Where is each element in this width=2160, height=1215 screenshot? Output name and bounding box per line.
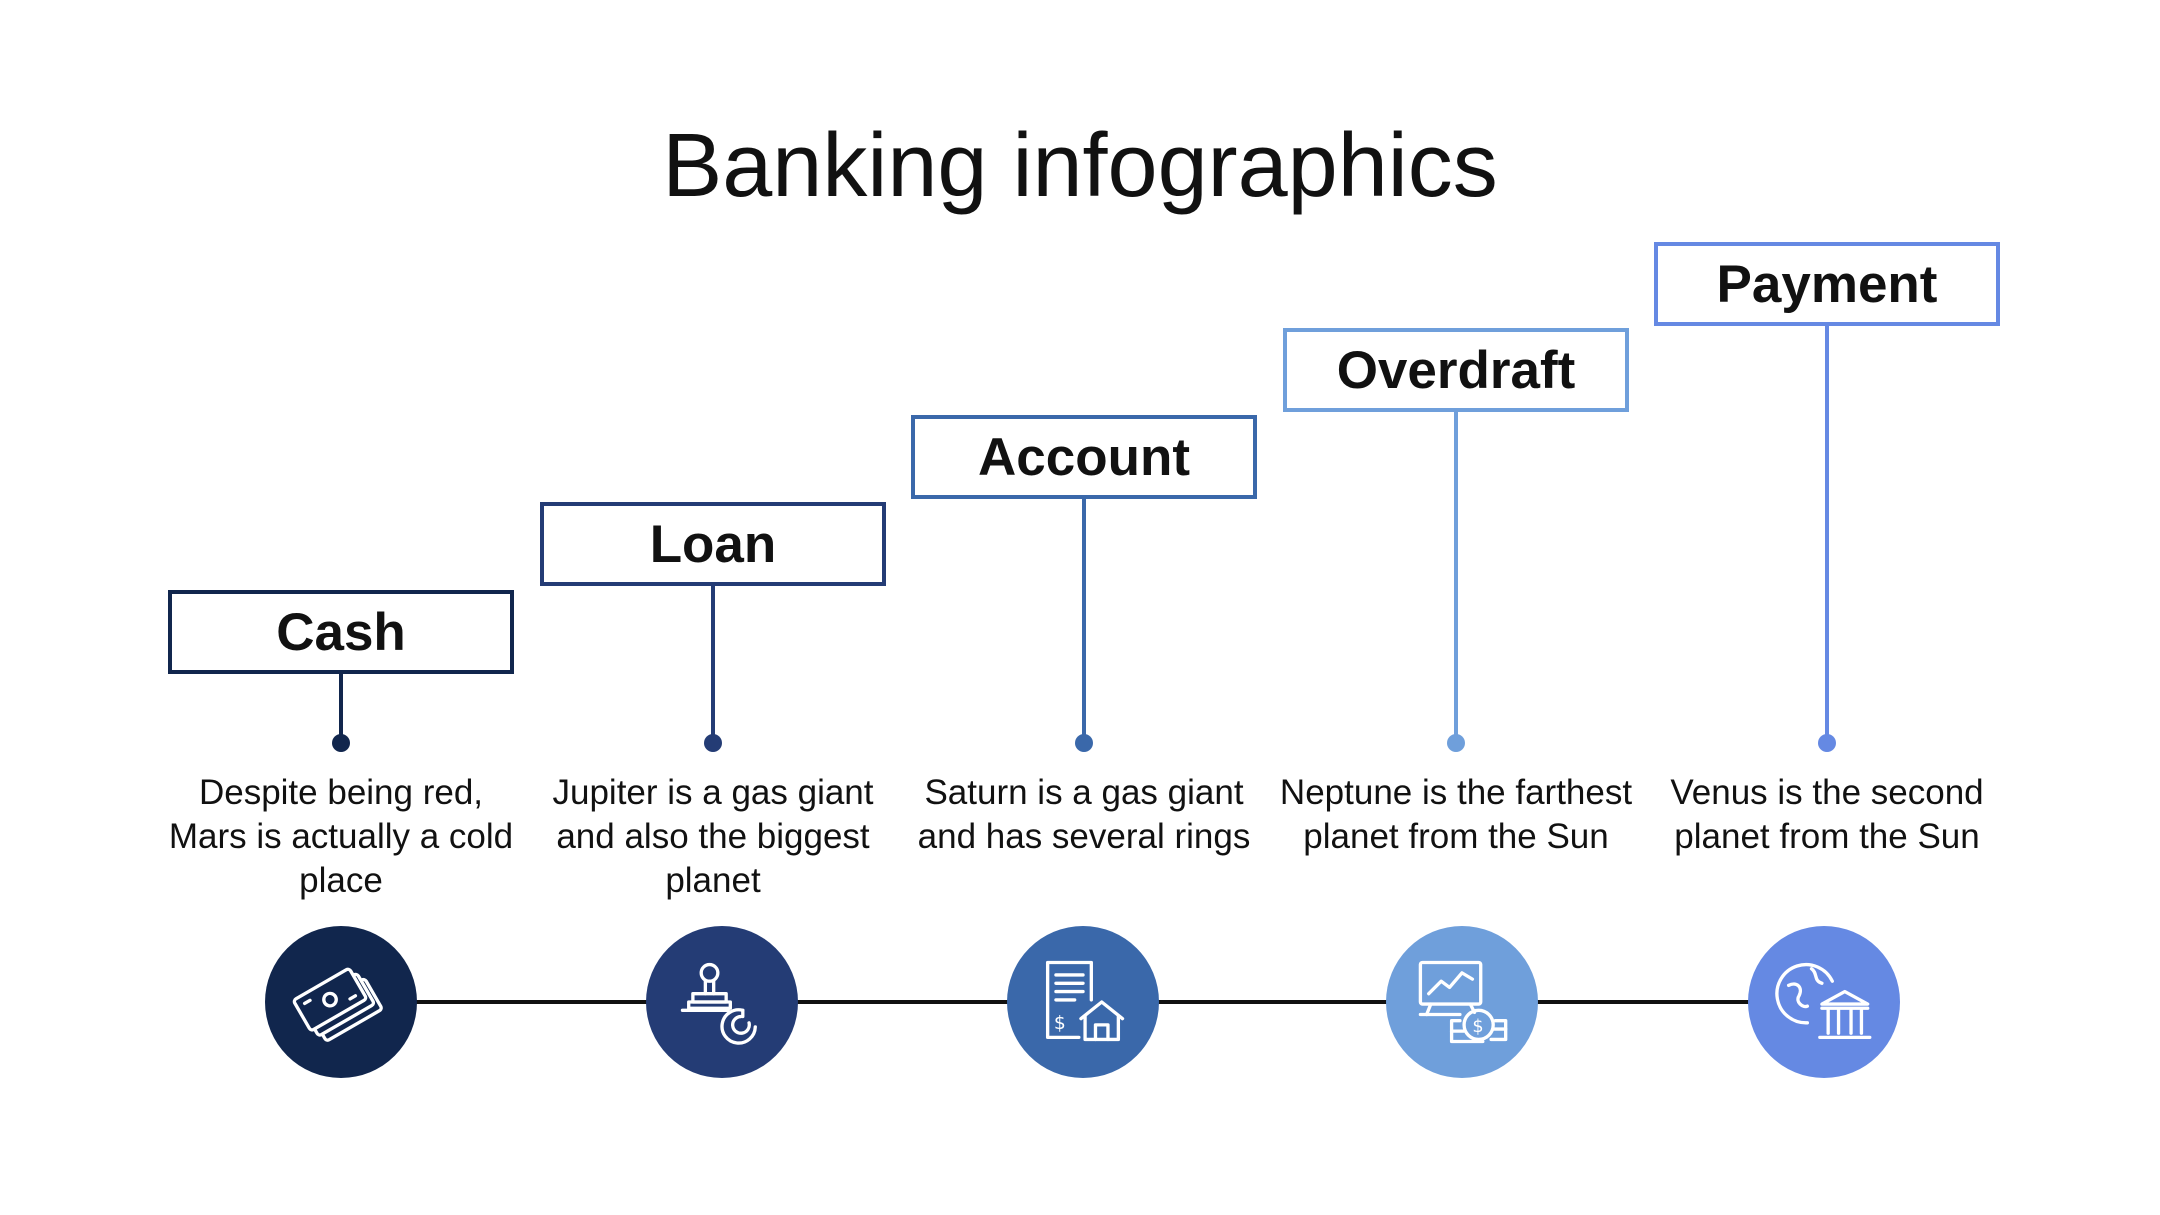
label-box-loan: Loan (540, 502, 886, 586)
label-box-account: Account (911, 415, 1257, 499)
icon-circle-loan (646, 926, 798, 1078)
step-description: Jupiter is a gas giant and also the bigg… (552, 773, 874, 900)
svg-text:$: $ (1472, 1017, 1483, 1037)
connector-dot (1818, 734, 1836, 752)
icon-circle-cash (265, 926, 417, 1078)
step-description: Neptune is the farthest planet from the … (1279, 773, 1633, 856)
step-label: Payment (1716, 254, 1938, 314)
label-box-cash: Cash (168, 590, 514, 674)
connector-dot (1075, 734, 1093, 752)
step-label: Overdraft (1336, 340, 1576, 400)
svg-text:$: $ (1054, 1013, 1066, 1034)
overdraft-chart-coins-icon: $ (1418, 960, 1508, 1044)
icon-circle-account: $ (1007, 926, 1159, 1078)
connector-stem (1454, 412, 1458, 740)
page-title: Banking infographics (662, 116, 1498, 216)
label-box-overdraft: Overdraft (1283, 328, 1629, 412)
step-label: Account (978, 427, 1190, 487)
icon-circle-payment (1748, 926, 1900, 1078)
loan-stamp-icon (680, 962, 757, 1045)
payment-globe-bank-icon (1775, 962, 1872, 1040)
step-description: Venus is the second planet from the Sun (1670, 773, 1984, 856)
connector-stem (1082, 499, 1086, 740)
account-document-house-icon: $ (1045, 960, 1125, 1042)
icon-circle-overdraft: $ (1386, 926, 1538, 1078)
step-label: Cash (276, 602, 406, 662)
connector-stem (1825, 326, 1829, 740)
label-box-payment: Payment (1654, 242, 2000, 326)
step-label: Loan (649, 514, 777, 574)
cash-icon (292, 967, 383, 1042)
connector-stem (711, 586, 715, 740)
connector-dot (704, 734, 722, 752)
connector-dot (1447, 734, 1465, 752)
step-description: Saturn is a gas giant and has several ri… (917, 773, 1251, 856)
connector-stem (339, 674, 343, 740)
step-description: Despite being red, Mars is actually a co… (168, 773, 514, 900)
connector-dot (332, 734, 350, 752)
